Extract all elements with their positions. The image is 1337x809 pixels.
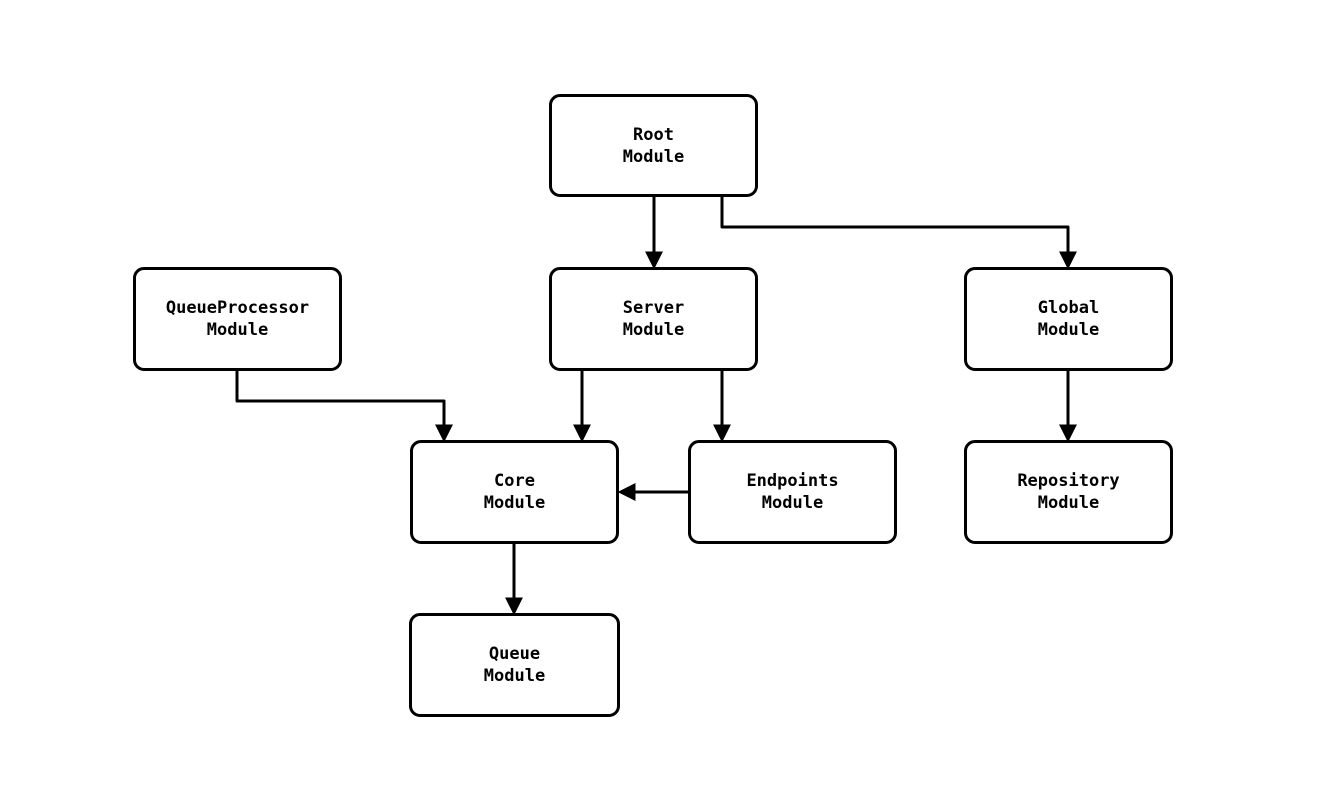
node-label-line1: Server [622, 298, 685, 318]
node-label-line1: Root [633, 124, 674, 145]
edge-queueprocessor-core [235, 371, 453, 443]
node-label-line2: Module [483, 666, 546, 686]
node-label-line1: Global [1037, 298, 1100, 318]
node-label-line1: Queue [488, 644, 541, 664]
edge-root-global [720, 197, 1077, 270]
node-label-line2: Module [622, 146, 685, 167]
node-label-line2: Module [1037, 493, 1100, 513]
node-label-line1: Repository [1017, 471, 1120, 491]
node-label-line2: Module [206, 320, 269, 340]
node-label-line1: QueueProcessor [165, 298, 310, 318]
node-label-line2: Module [483, 493, 546, 513]
node-label-line2: Module [761, 493, 824, 513]
node-label-line1: Endpoints [746, 471, 839, 491]
node-label-line2: Module [622, 320, 685, 340]
node-label-line1: Core [494, 471, 535, 491]
node-label-line2: Module [1037, 320, 1100, 340]
